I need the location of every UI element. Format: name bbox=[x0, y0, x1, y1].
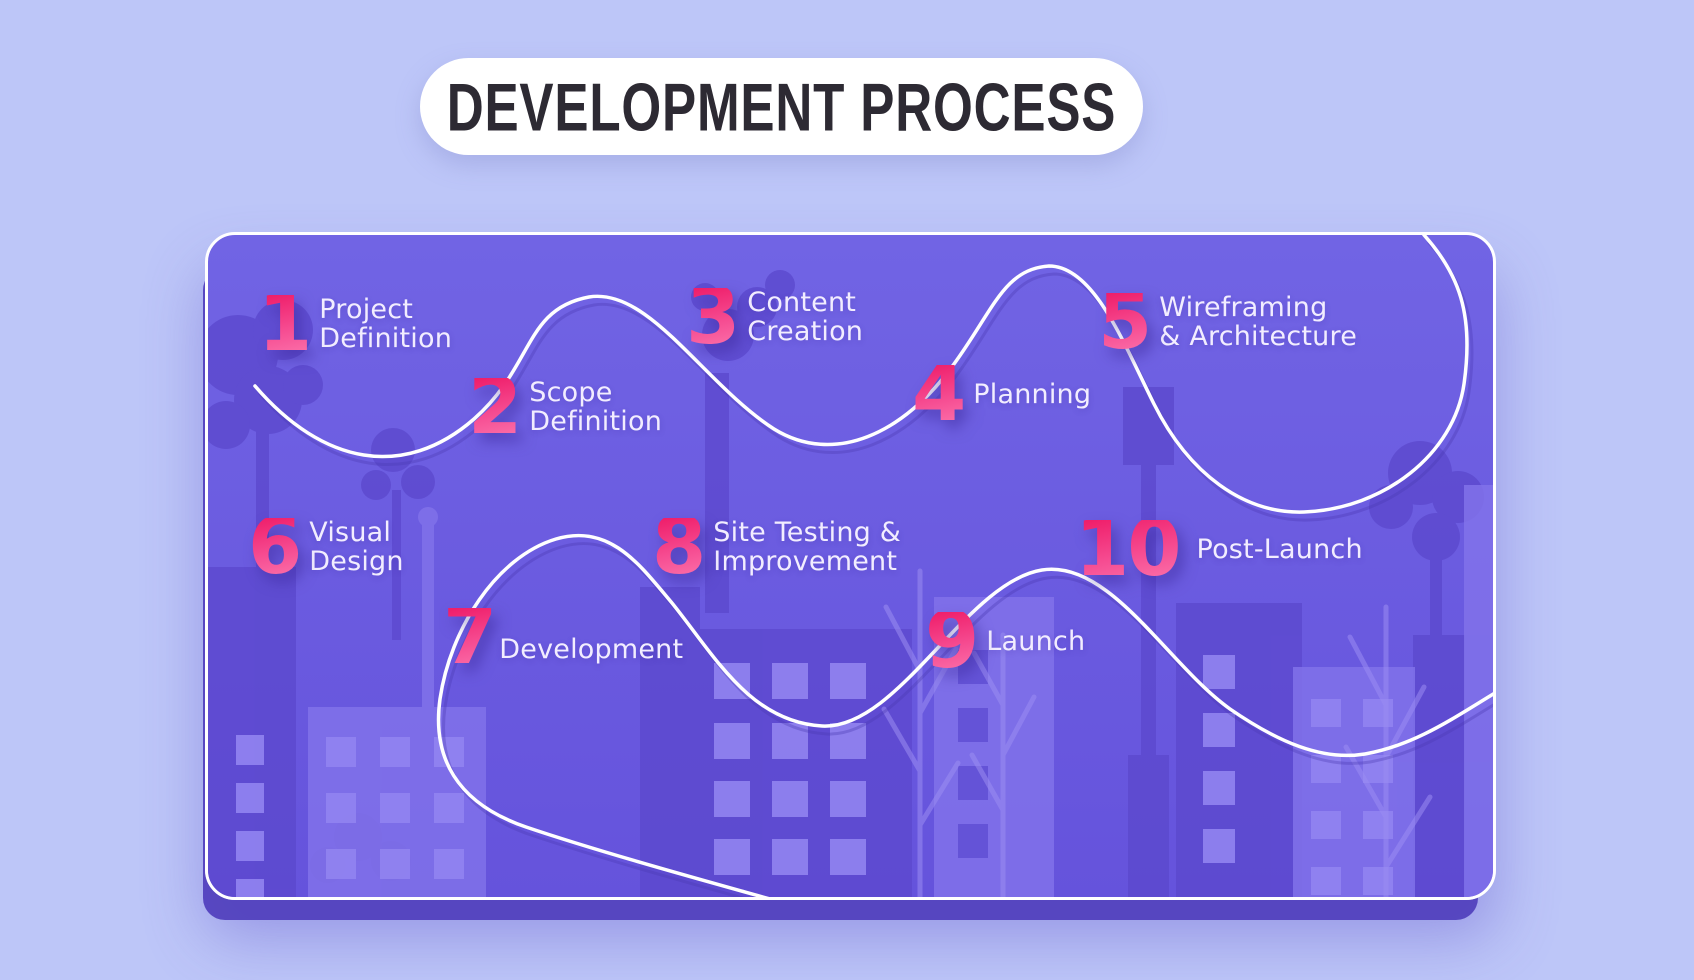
flow-line-bottom bbox=[436, 533, 1493, 897]
step-7: 7 Development bbox=[443, 592, 684, 682]
process-card: 1 Project Definition 2 Scope Definition … bbox=[205, 232, 1496, 900]
step-9: 9 Launch bbox=[925, 596, 1086, 686]
step-1-label: Project Definition bbox=[319, 294, 453, 354]
step-4-number: 4 bbox=[912, 349, 966, 439]
step-9-number: 9 bbox=[925, 596, 979, 686]
flow-lines bbox=[253, 235, 1493, 897]
step-4: 4 Planning bbox=[912, 349, 1092, 439]
step-7-number: 7 bbox=[443, 592, 497, 682]
branch-trees bbox=[881, 568, 1433, 897]
step-2-label: Scope Definition bbox=[529, 377, 663, 437]
step-4-label: Planning bbox=[973, 378, 1092, 410]
step-10: 10 Post-Launch bbox=[1075, 504, 1363, 594]
step-2: 2 Scope Definition bbox=[468, 362, 663, 452]
step-10-label: Post-Launch bbox=[1196, 533, 1363, 565]
window-lights bbox=[236, 655, 1393, 897]
step-6-number: 6 bbox=[248, 502, 302, 592]
step-10-number: 10 bbox=[1075, 504, 1182, 594]
step-3-label: Content Creation bbox=[747, 287, 864, 347]
step-9-label: Launch bbox=[986, 625, 1086, 657]
title-banner: DEVELOPMENT PROCESS bbox=[420, 58, 1143, 155]
flow-line-top bbox=[253, 235, 1469, 514]
step-5-label: Wireframing & Architecture bbox=[1159, 292, 1358, 352]
step-1: 1 Project Definition bbox=[258, 279, 453, 369]
step-3: 3 Content Creation bbox=[686, 272, 864, 362]
step-5-number: 5 bbox=[1098, 277, 1152, 367]
step-8-label: Site Testing & Improvement bbox=[713, 517, 902, 577]
step-8: 8 Site Testing & Improvement bbox=[652, 502, 902, 592]
step-6: 6 Visual Design bbox=[248, 502, 404, 592]
step-2-number: 2 bbox=[468, 362, 522, 452]
window-darks bbox=[958, 650, 988, 858]
step-8-number: 8 bbox=[652, 502, 706, 592]
page-title: DEVELOPMENT PROCESS bbox=[446, 68, 1117, 145]
step-3-number: 3 bbox=[686, 272, 740, 362]
step-5: 5 Wireframing & Architecture bbox=[1098, 277, 1358, 367]
city-skyline-art bbox=[208, 235, 1493, 897]
step-6-label: Visual Design bbox=[309, 517, 404, 577]
step-7-label: Development bbox=[499, 633, 684, 665]
step-1-number: 1 bbox=[258, 279, 312, 369]
